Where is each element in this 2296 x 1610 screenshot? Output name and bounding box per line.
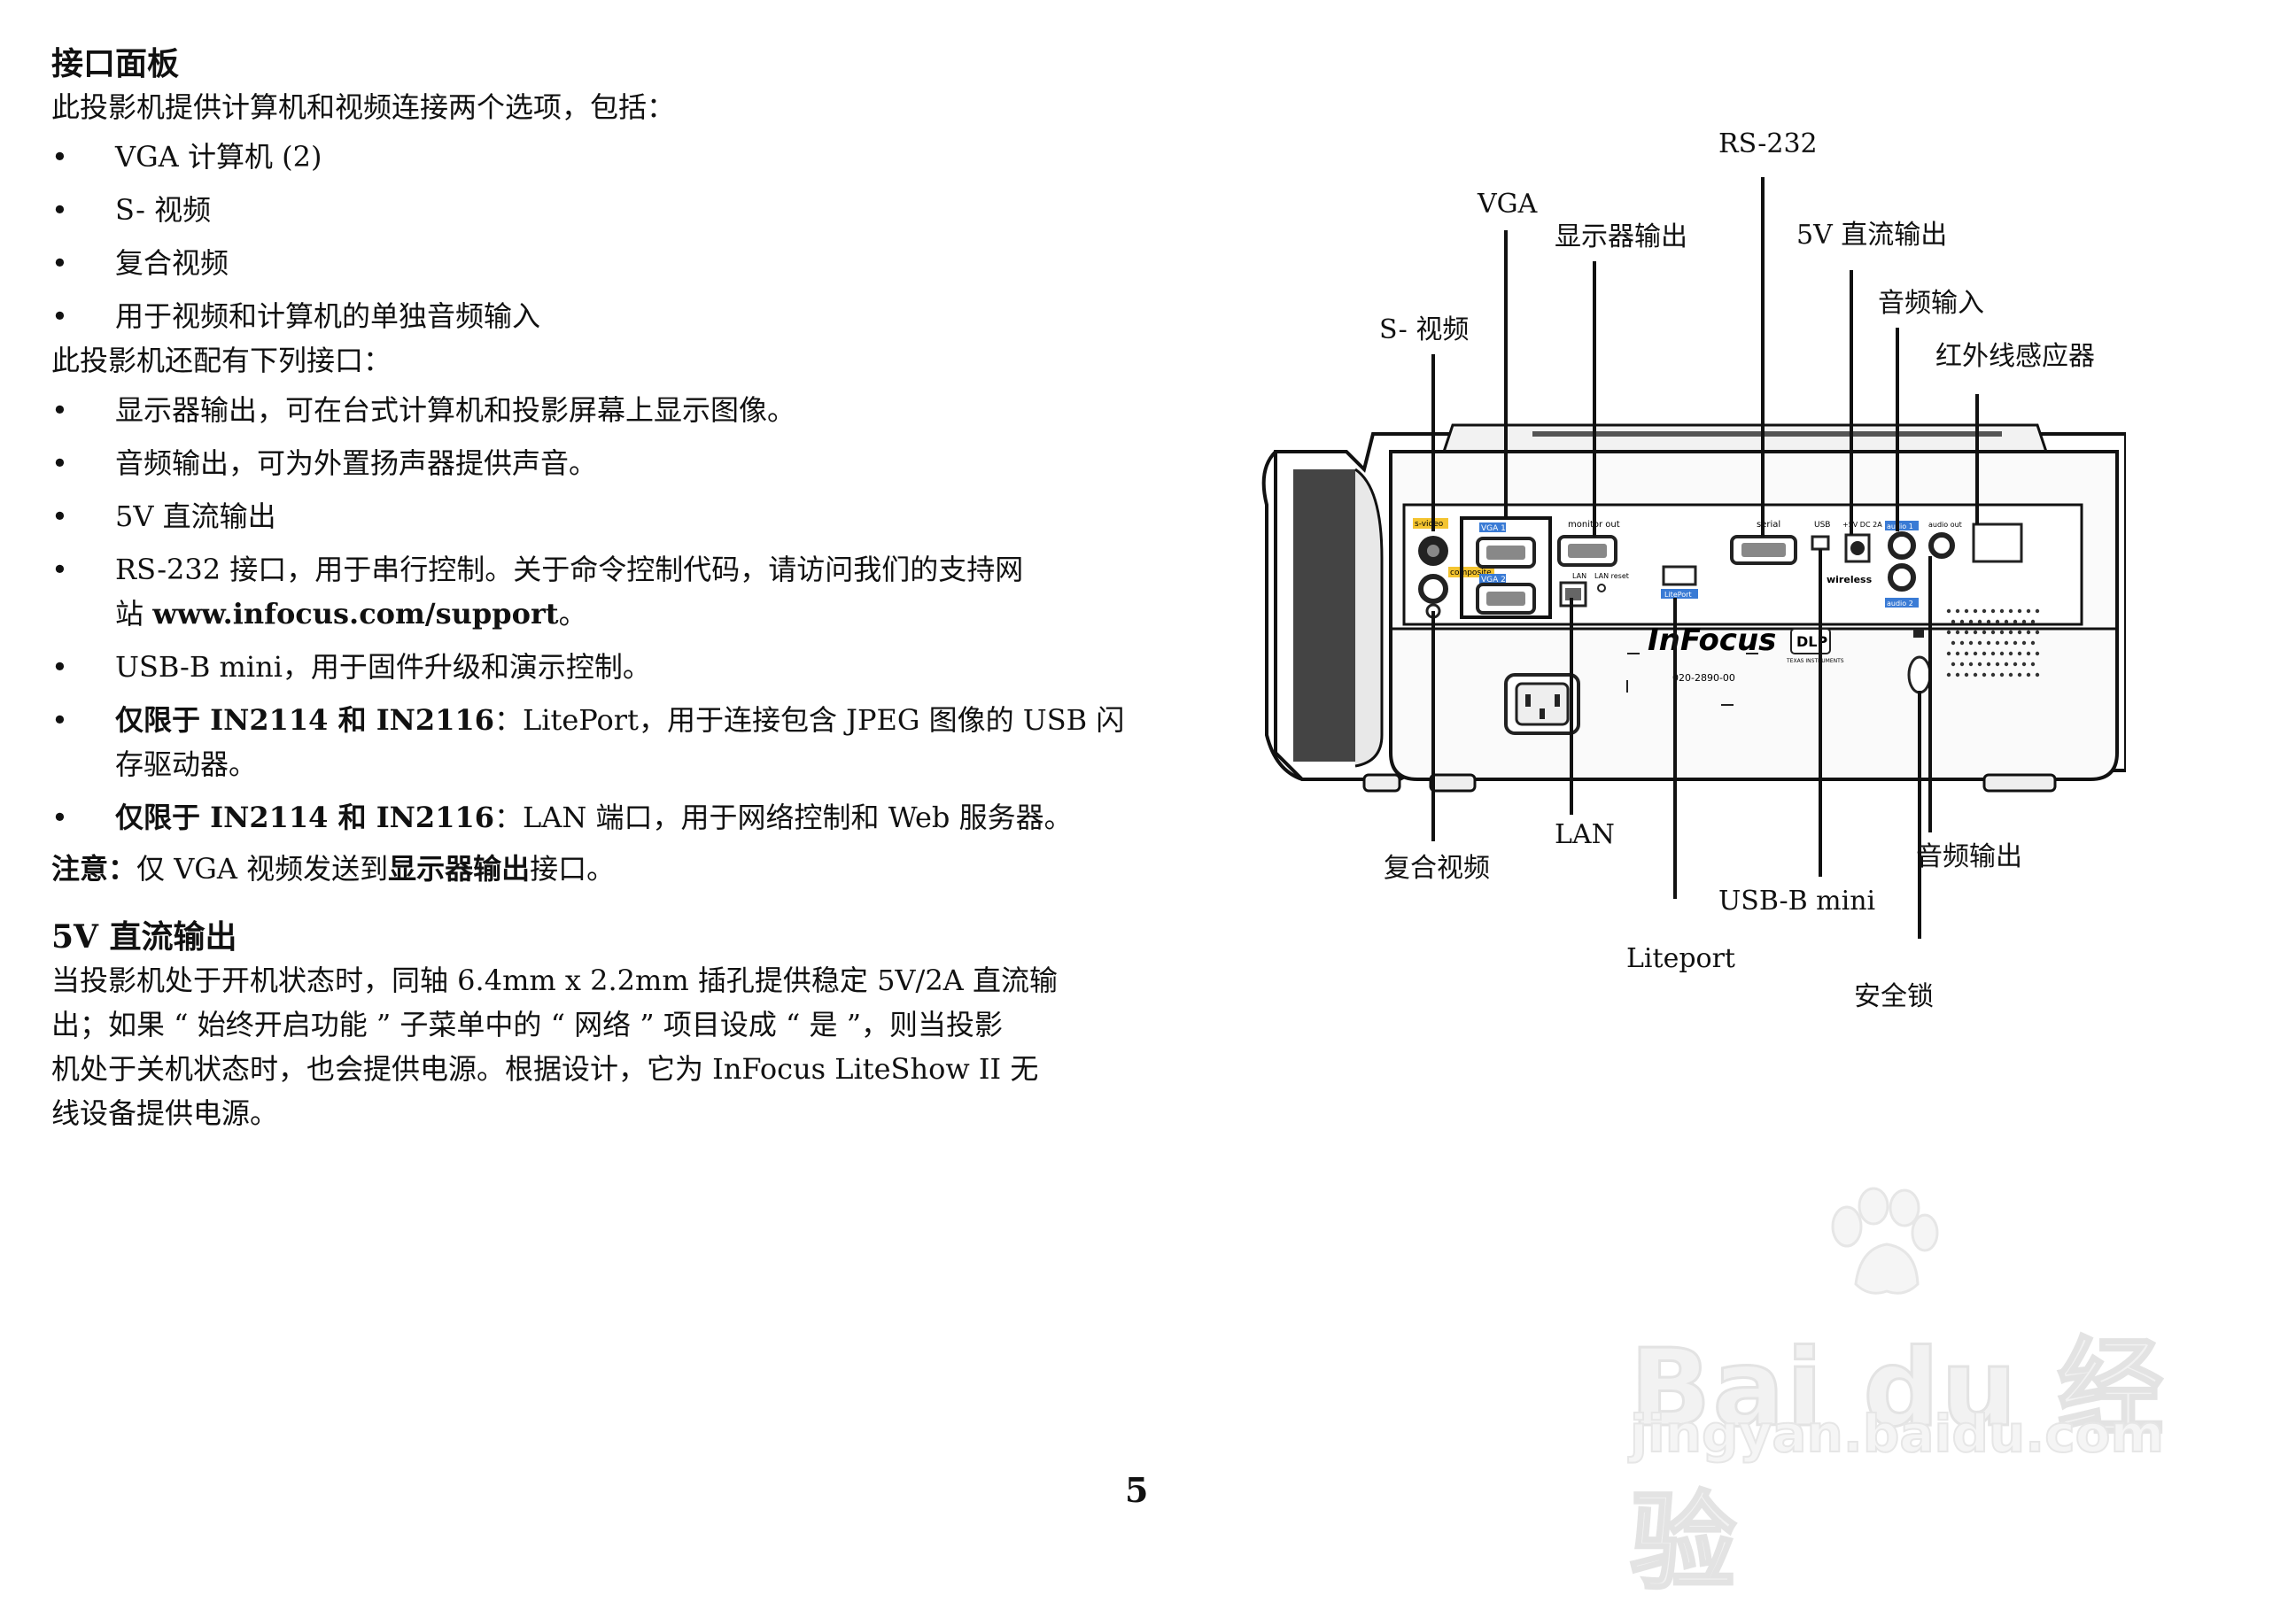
- label-security-lock: 安全锁: [1854, 981, 1934, 1012]
- panel-label-liteport: LitePort: [1664, 591, 1692, 599]
- panel-label-wireless: wireless: [1827, 574, 1873, 585]
- section-title-interface: 接口面板: [51, 45, 180, 82]
- audio-in-2-port: [1888, 563, 1916, 592]
- dc-line: 机处于关机状态时，也会提供电源。根据设计，它为 InFocus LiteShow…: [51, 1052, 1039, 1086]
- page-number: 5: [1125, 1470, 1149, 1510]
- list-item: •仅限于 IN2114 和 IN2116：LitePort，用于连接包含 JPE…: [51, 703, 1125, 781]
- panel-label-audioout: audio out: [1928, 521, 1962, 529]
- audio-out-port: [1928, 532, 1955, 559]
- svg-text:DLP: DLP: [1796, 633, 1827, 650]
- label-dc-out: 5V 直流输出: [1796, 220, 1948, 251]
- svg-text:LAN reset: LAN reset: [1594, 572, 1629, 580]
- list-item: •显示器输出，可在台式计算机和投影屏幕上显示图像。: [51, 393, 796, 427]
- list-item: •音频输出，可为外置扬声器提供声音。: [51, 446, 598, 480]
- panel-label-audio2: audio 2: [1887, 600, 1913, 608]
- list-item: •5V 直流输出: [51, 499, 276, 533]
- security-lock-slot: [1907, 655, 1932, 694]
- composite-port: [1418, 574, 1448, 604]
- ir-sensor: [1972, 522, 2023, 563]
- baidu-watermark: Bai du 经验 jingyan.baidu.com: [1629, 1187, 2188, 1606]
- label-audio-out: 音频输出: [1916, 841, 2022, 872]
- leader-lines: [1431, 177, 1979, 939]
- label-audio-in: 音频输入: [1878, 288, 1984, 319]
- label-svideo: S- 视频: [1379, 314, 1470, 345]
- dc-line: 线设备提供电源。: [51, 1096, 279, 1130]
- audio-in-1-port: [1888, 531, 1916, 560]
- label-liteport: Liteport: [1626, 943, 1735, 974]
- projector-illustration: s-video composite VGA 1 VGA 2 monitor ou…: [1261, 177, 2126, 939]
- label-composite: 复合视频: [1384, 853, 1490, 884]
- panel-label-serial: serial: [1757, 520, 1780, 530]
- panel-label-composite: composite: [1450, 569, 1492, 577]
- intro2-text: 此投影机还配有下列接口：: [51, 344, 392, 377]
- list-item: •仅限于 IN2114 和 IN2116：LAN 端口，用于网络控制和 Web …: [51, 801, 1073, 834]
- list-item: •RS-232 接口，用于串行控制。关于命令控制代码，请访问我们的支持网站 ww…: [51, 553, 1024, 631]
- note: 注意：仅 VGA 视频发送到显示器输出接口。: [51, 852, 616, 886]
- panel-label-usb: USB: [1814, 521, 1830, 530]
- support-link: www.infocus.com/support: [152, 597, 559, 631]
- list-item: •复合视频: [51, 246, 229, 280]
- liteport-port: [1662, 565, 1697, 586]
- speaker-grille: [1946, 608, 2040, 677]
- dc-output-section: 5V 直流输出 当投影机处于开机状态时，同轴 6.4mm x 2.2mm 插孔提…: [51, 916, 1132, 1135]
- foot: [1362, 773, 1401, 793]
- brand-logo: InFocus: [1648, 623, 1776, 658]
- watermark-brand: Bai du 经验: [1629, 1327, 2166, 1606]
- projector-rear-diagram: s-video composite VGA 1 VGA 2 monitor ou…: [1240, 115, 2126, 1012]
- panel-label-audio1: audio 1: [1887, 522, 1913, 530]
- panel-label-dc: +5V DC 2A: [1842, 521, 1882, 529]
- list-item: •用于视频和计算机的单独音频输入: [51, 299, 541, 333]
- foot: [1429, 773, 1477, 793]
- panel-label-vga2: VGA 2: [1481, 576, 1506, 584]
- port-list: •显示器输出，可在台式计算机和投影屏幕上显示图像。 •音频输出，可为外置扬声器提…: [51, 388, 1132, 840]
- left-column: 接口面板 此投影机提供计算机和视频连接两个选项，包括： •VGA 计算机 (2)…: [51, 43, 1132, 1135]
- intro-text: 此投影机提供计算机和视频连接两个选项，包括：: [51, 90, 676, 124]
- label-ir-sensor: 红外线感应器: [1935, 341, 2095, 372]
- input-list: •VGA 计算机 (2) •S- 视频 •复合视频 •用于视频和计算机的单独音频…: [51, 135, 1132, 338]
- section-title-dc: 5V 直流输出: [51, 918, 237, 956]
- watermark-url: jingyan.baidu.com: [1629, 1403, 2165, 1465]
- foot: [1982, 773, 2057, 793]
- label-rs232: RS-232: [1718, 128, 1818, 159]
- dc-line: 当投影机处于开机状态时，同轴 6.4mm x 2.2mm 插孔提供稳定 5V/2…: [51, 964, 1058, 997]
- svg-text:TEXAS INSTRUMENTS: TEXAS INSTRUMENTS: [1786, 658, 1844, 664]
- list-item: •USB-B mini，用于固件升级和演示控制。: [51, 650, 651, 684]
- label-lan: LAN: [1555, 819, 1615, 850]
- panel-label-svideo: s-video: [1415, 520, 1444, 529]
- svg-text:LAN: LAN: [1572, 572, 1586, 580]
- list-item: •VGA 计算机 (2): [51, 140, 322, 174]
- label-usb-mini: USB-B mini: [1718, 886, 1876, 917]
- label-monitor-out: 显示器输出: [1555, 221, 1687, 252]
- part-number: 020-2890-00: [1672, 672, 1735, 684]
- dc-line: 出；如果 “ 始终开启功能 ” 子菜单中的 “ 网络 ” 项目设成 “ 是 ”，…: [51, 1008, 1004, 1041]
- usb-mini-port: [1811, 535, 1830, 551]
- lock-icon: [1913, 629, 1924, 638]
- paw-icon: [1831, 1187, 1939, 1295]
- list-item: •S- 视频: [51, 193, 212, 227]
- side-vent: [1293, 469, 1355, 762]
- label-vga: VGA: [1478, 189, 1538, 220]
- panel-label-vga1: VGA 1: [1481, 524, 1506, 533]
